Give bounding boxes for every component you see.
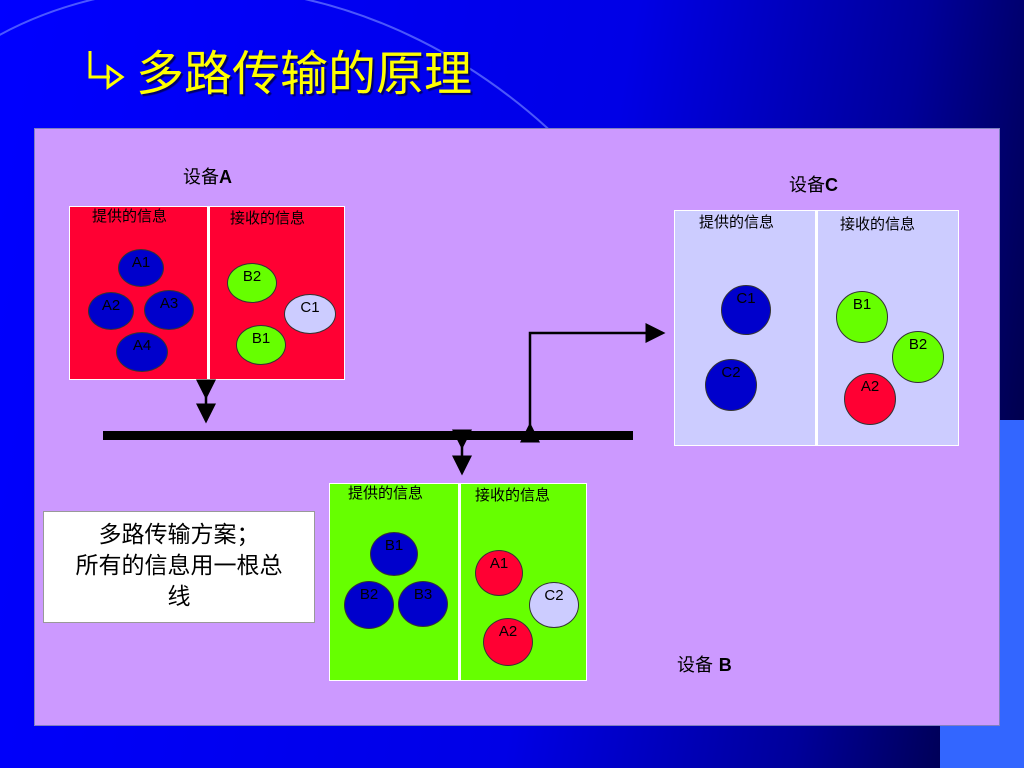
device-b-circle-b2: B2 xyxy=(344,581,394,629)
device-a-circle-b1: B1 xyxy=(236,325,286,365)
device-c-circle-b2: B2 xyxy=(892,331,944,383)
slide-title-text: 多路传输的原理 xyxy=(136,46,473,102)
shared-bus-line xyxy=(103,431,633,440)
device-b-receive-header: 接收的信息 xyxy=(475,486,551,504)
device-c-provide-header: 提供的信息 xyxy=(699,213,775,231)
device-a-receive: 接收的信息 B2 C1 B1 xyxy=(210,207,344,379)
device-c-circle-c2: C2 xyxy=(705,359,757,411)
note-line-1: 多路传输方案； xyxy=(98,522,260,548)
device-a-provide-header: 提供的信息 xyxy=(92,207,168,225)
device-b-box: 提供的信息 B1 B2 B3 接收的信息 A1 C2 A2 xyxy=(329,483,587,681)
device-a-box: 提供的信息 A1 A2 A3 A4 接收的信息 B2 C1 B1 xyxy=(69,206,345,380)
device-a-provide: 提供的信息 A1 A2 A3 A4 xyxy=(70,207,207,379)
device-c-bus-connector xyxy=(520,323,666,443)
device-c-provide: 提供的信息 C1 C2 xyxy=(675,211,815,445)
device-a-receive-header: 接收的信息 xyxy=(230,209,306,227)
device-a-circle-a3: A3 xyxy=(144,290,194,330)
device-a-divider xyxy=(207,207,210,379)
device-a-circle-c1: C1 xyxy=(284,294,336,334)
device-a-circle-b2: B2 xyxy=(227,263,277,303)
device-c-circle-b1: B1 xyxy=(836,291,888,343)
device-a-label: 设备A xyxy=(183,167,232,188)
device-c-circle-c1: C1 xyxy=(721,285,771,335)
device-b-circle-a1: A1 xyxy=(475,550,523,596)
note-line-2: 所有的信息用一根总 xyxy=(75,553,283,579)
device-c-circle-a2: A2 xyxy=(844,373,896,425)
device-b-label: 设备 B xyxy=(677,655,732,676)
device-a-circle-a4: A4 xyxy=(116,332,168,372)
device-b-circle-a2: A2 xyxy=(483,618,533,666)
slide-title: 多路传输的原理 xyxy=(80,34,472,104)
diagram-panel: 设备A 提供的信息 A1 A2 A3 A4 接收的信息 B2 C1 B1 设备C… xyxy=(34,128,1000,726)
multiplex-note: 多路传输方案； 所有的信息用一根总 线 xyxy=(43,511,315,623)
hook-arrow-icon xyxy=(88,51,125,90)
device-c-divider xyxy=(815,211,818,445)
device-c-box: 提供的信息 C1 C2 接收的信息 B1 B2 A2 xyxy=(674,210,959,446)
device-a-circle-a1: A1 xyxy=(118,249,164,287)
device-c-label: 设备C xyxy=(789,175,838,196)
device-b-circle-c2: C2 xyxy=(529,582,579,628)
note-line-3: 线 xyxy=(167,584,191,610)
device-b-divider xyxy=(458,484,461,680)
device-b-circle-b1: B1 xyxy=(370,532,418,576)
device-c-receive: 接收的信息 B1 B2 A2 xyxy=(818,211,958,445)
device-b-provide: 提供的信息 B1 B2 B3 xyxy=(330,484,458,680)
device-b-circle-b3: B3 xyxy=(398,581,448,627)
device-b-provide-header: 提供的信息 xyxy=(348,484,424,502)
device-c-receive-header: 接收的信息 xyxy=(840,215,916,233)
device-a-circle-a2: A2 xyxy=(88,292,134,330)
device-b-receive: 接收的信息 A1 C2 A2 xyxy=(461,484,586,680)
